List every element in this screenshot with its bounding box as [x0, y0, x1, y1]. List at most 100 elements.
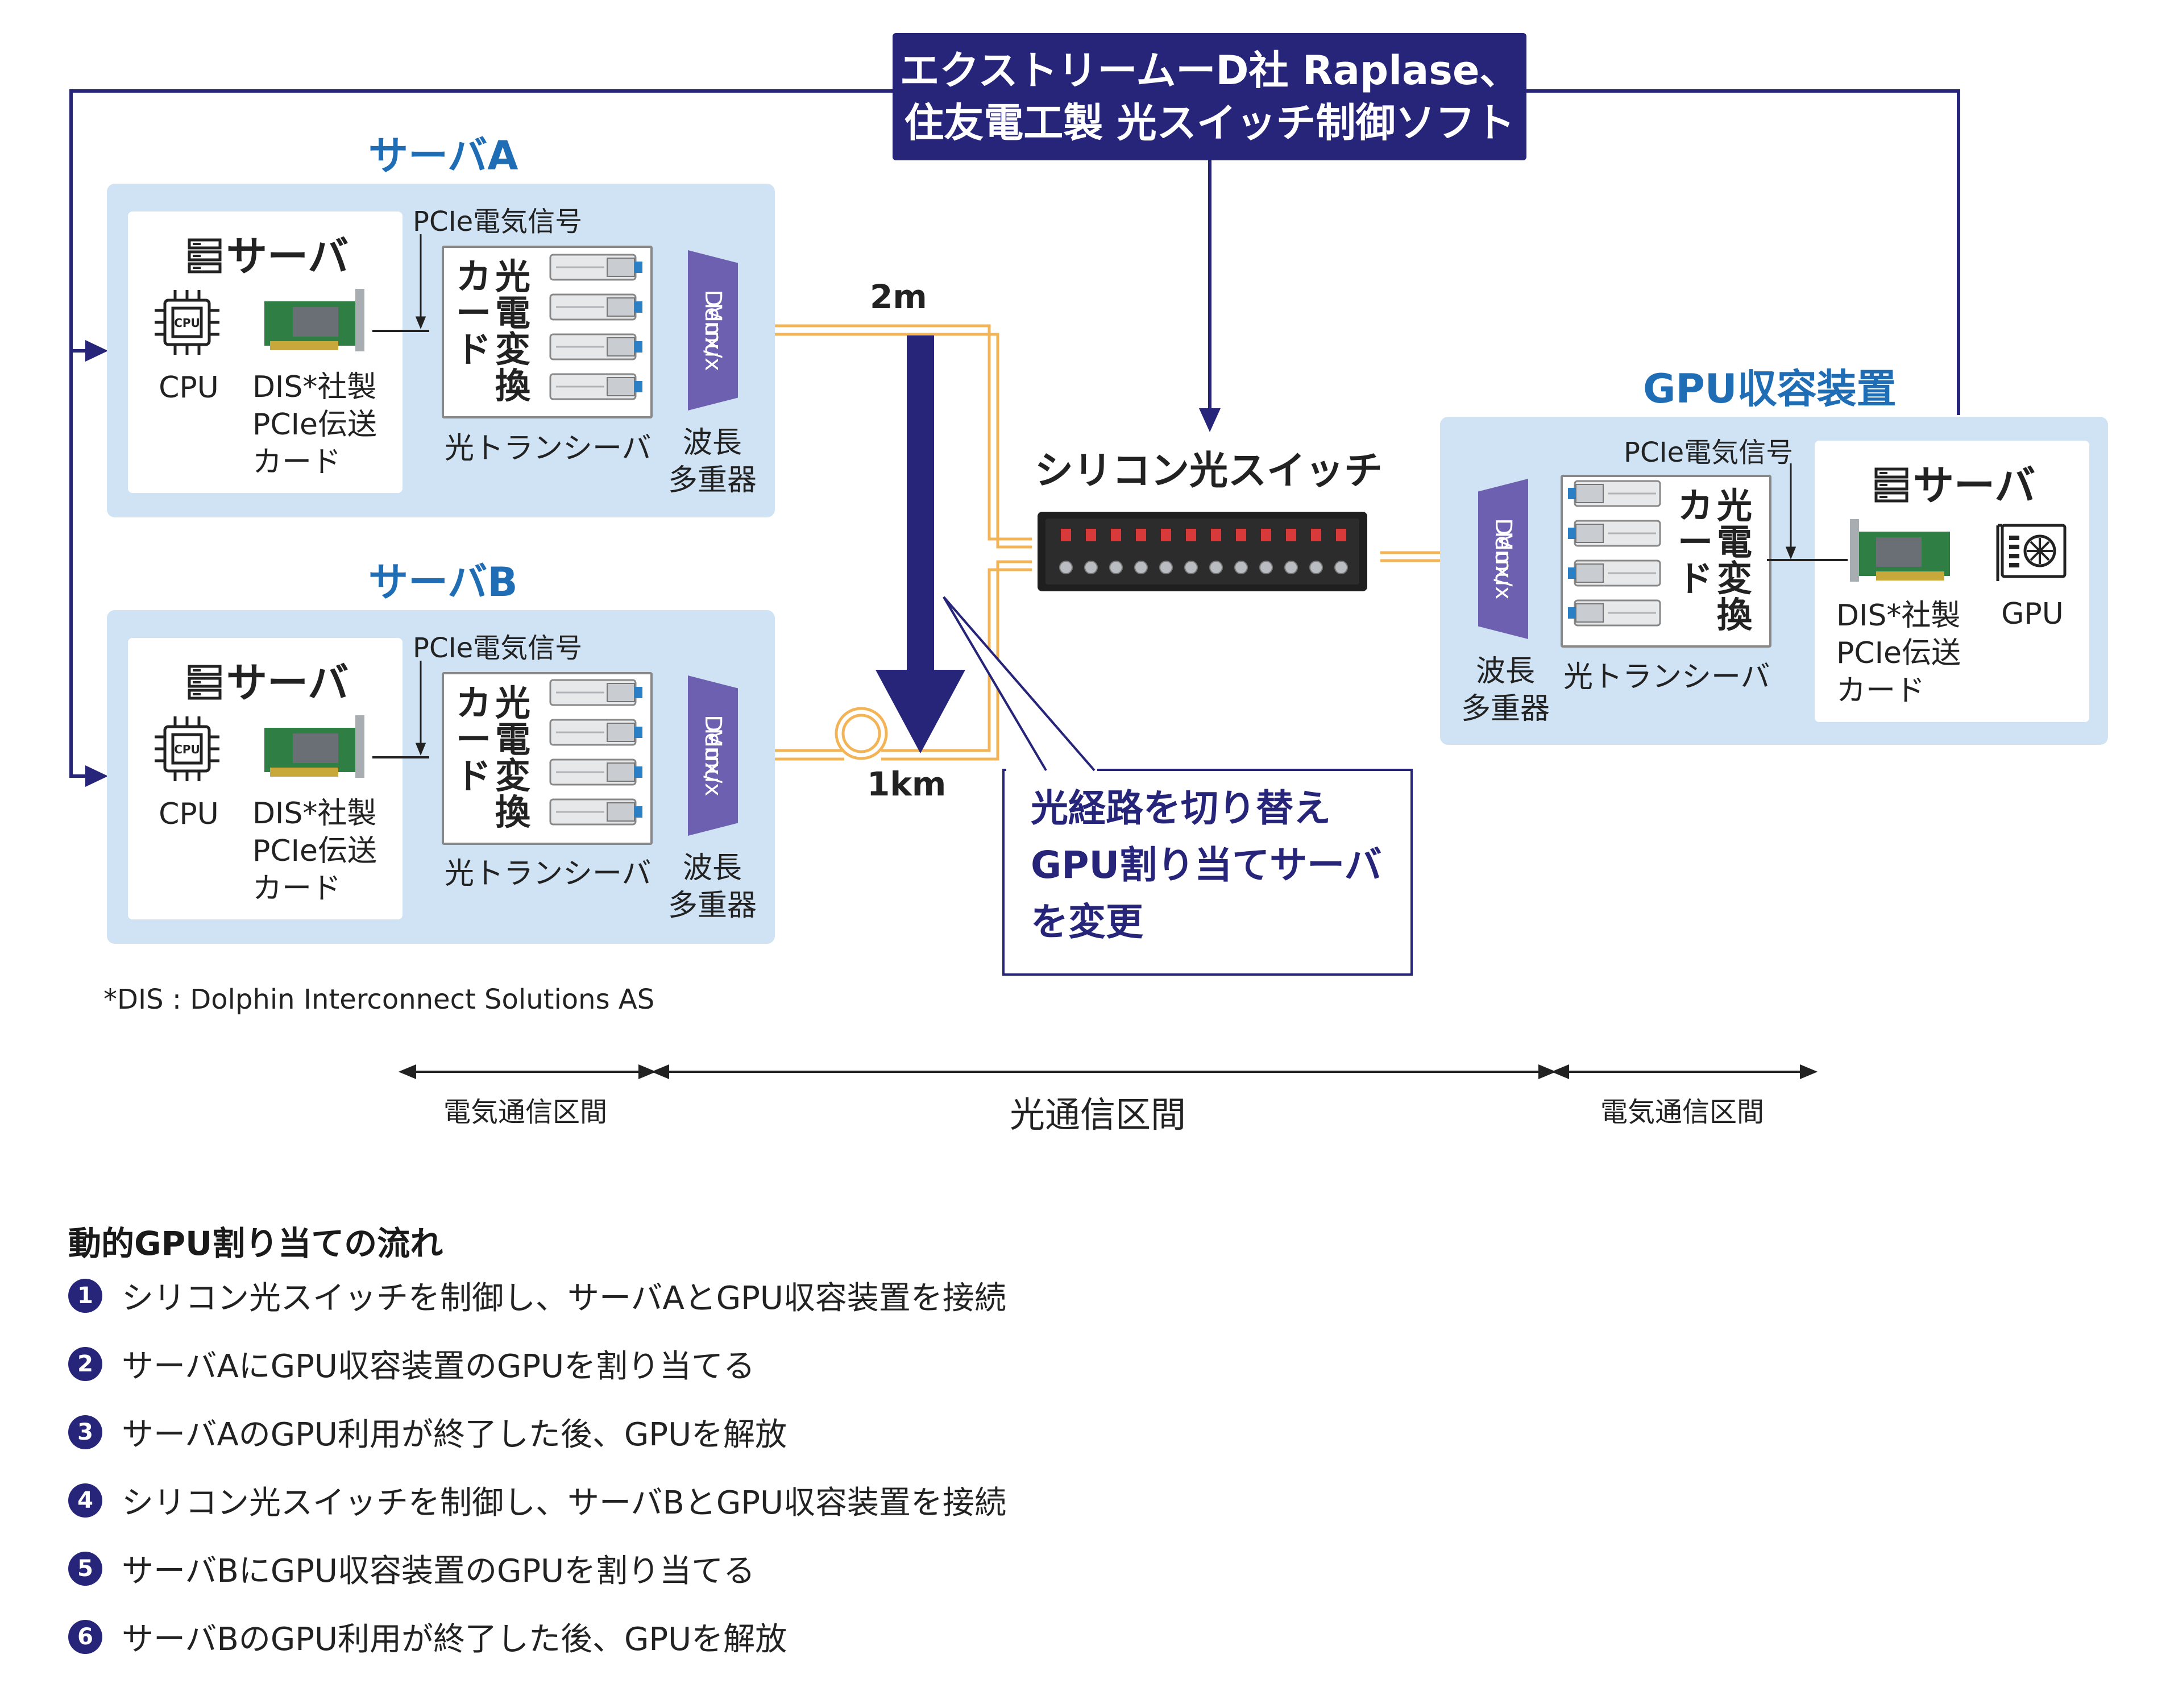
wdm-label: 波長多重器 — [668, 426, 757, 498]
cpu-label: CPU — [159, 371, 219, 405]
server-a-title: サーバA — [368, 132, 518, 179]
step-text: シリコン光スイッチを制御し、サーバBとGPU収容装置を接続 — [122, 1485, 1007, 1522]
server-icon — [188, 235, 222, 283]
switch-port-bottom — [1159, 561, 1173, 574]
control-line-2: 住友電工製 光スイッチ制御ソフト — [904, 100, 1515, 146]
oe-card-title-col2: カード — [455, 682, 491, 797]
mux-demux: Mux/Demux — [688, 675, 738, 836]
oe-card-title-col2: カード — [1677, 485, 1713, 599]
gpu-enclosure-title: GPU収容装置 — [1643, 366, 1897, 412]
switch-port-top — [1261, 529, 1271, 541]
switch-port-bottom — [1184, 561, 1198, 574]
cpu-chip-text: CPU — [174, 743, 200, 756]
dis-card-label: DIS*社製 PCIe伝送 カード — [1836, 599, 1961, 708]
switch-port-top — [1111, 529, 1121, 541]
distance-1km: 1km — [867, 765, 947, 803]
step-number-badge: 1 — [68, 1278, 102, 1313]
step-number-badge: 3 — [68, 1415, 102, 1449]
range-optical: 光通信区間 — [1010, 1094, 1186, 1135]
cpu-icon: CPU — [152, 288, 222, 359]
server-icon — [188, 662, 222, 710]
range-electrical-left: 電気通信区間 — [443, 1096, 608, 1128]
dis-card-label: DIS*社製 PCIe伝送 カード — [252, 370, 377, 479]
pcie-card-icon — [259, 284, 372, 360]
pcie-card-icon — [259, 711, 372, 787]
step-text: シリコン光スイッチを制御し、サーバAとGPU収容装置を接続 — [122, 1280, 1006, 1317]
pcie-card-icon — [1842, 515, 1956, 591]
pcie-link — [372, 330, 429, 332]
footnote: *DIS : Dolphin Interconnect Solutions AS — [103, 984, 655, 1015]
switch-port-bottom — [1209, 561, 1223, 574]
oe-card-title-col1: 光電変換 — [495, 682, 530, 833]
transceiver-label: 光トランシーバ — [445, 432, 652, 466]
pcie-link — [1767, 559, 1848, 561]
control-lines — [69, 89, 1960, 778]
step-number-badge: 6 — [68, 1619, 102, 1654]
switch-port-bottom — [1309, 561, 1323, 574]
step-number-badge: 2 — [68, 1346, 102, 1381]
switch-port-top — [1161, 529, 1171, 541]
pcie-link — [372, 756, 429, 758]
switch-port-bottom — [1084, 561, 1098, 574]
flow-title: 動的GPU割り当ての流れ — [68, 1224, 443, 1263]
switch-port-top — [1061, 529, 1071, 541]
oe-card-title-col2: カード — [455, 256, 491, 370]
switch-port-top — [1236, 529, 1246, 541]
pcie-signal-label: PCIe電気信号 — [1624, 437, 1794, 469]
switch-port-bottom — [1134, 561, 1148, 574]
transceiver-label: 光トランシーバ — [1563, 660, 1770, 694]
fiber-coil-icon — [835, 707, 888, 760]
pcie-signal-label: PCIe電気信号 — [413, 206, 583, 238]
switch-port-bottom — [1059, 561, 1073, 574]
switch-port-top — [1136, 529, 1146, 541]
oe-card-title-col1: 光電変換 — [1716, 485, 1752, 636]
switch-port-top — [1286, 529, 1296, 541]
cpu-icon: CPU — [152, 714, 222, 786]
flow-step: 6 サーバBのGPU利用が終了した後、GPUを解放 — [68, 1614, 787, 1660]
step-text: サーバBのGPU利用が終了した後、GPUを解放 — [122, 1621, 787, 1658]
dis-card-label: DIS*社製 PCIe伝送 カード — [252, 797, 377, 906]
cpu-label: CPU — [159, 797, 219, 831]
switch-port-bottom — [1109, 561, 1123, 574]
control-line-1: エクストリームーD社 Raplase、 — [899, 47, 1520, 94]
switch-port-bottom — [1284, 561, 1298, 574]
server-header: サーバ — [1874, 452, 2035, 512]
mux-demux: Mux/Demux — [688, 250, 738, 411]
flow-step: 3 サーバAのGPU利用が終了した後、GPUを解放 — [68, 1409, 787, 1455]
server-header: サーバ — [188, 649, 348, 710]
optical-switch-icon — [1032, 506, 1373, 605]
control-software-box: エクストリームーD社 Raplase、 住友電工製 光スイッチ制御ソフト — [893, 33, 1526, 160]
switch-port-top — [1086, 529, 1096, 541]
range-electrical-right: 電気通信区間 — [1600, 1096, 1765, 1128]
gpu-enclosure-host — [1815, 441, 2089, 722]
distance-2m: 2m — [870, 277, 927, 316]
step-text: サーバAのGPU利用が終了した後、GPUを解放 — [122, 1416, 787, 1453]
switch-label: シリコン光スイッチ — [1035, 449, 1383, 494]
server-b-title: サーバB — [368, 559, 518, 606]
switch-port-bottom — [1234, 561, 1248, 574]
switch-direction-arrow — [876, 335, 965, 753]
mux-demux: Mux/Demux — [1478, 479, 1528, 639]
switch-port-top — [1311, 529, 1321, 541]
step-text: サーバAにGPU収容装置のGPUを割り当てる — [122, 1348, 756, 1385]
gpu-icon — [1995, 522, 2069, 587]
wdm-label: 波長多重器 — [668, 851, 757, 923]
flow-step: 4 シリコン光スイッチを制御し、サーバBとGPU収容装置を接続 — [68, 1477, 1006, 1523]
step-number-badge: 4 — [68, 1483, 102, 1518]
fiber-a — [736, 324, 1032, 549]
transceiver-label: 光トランシーバ — [445, 857, 652, 891]
flow-step: 2 サーバAにGPU収容装置のGPUを割り当てる — [68, 1341, 755, 1387]
gpu-label: GPU — [2001, 597, 2064, 631]
step-number-badge: 5 — [68, 1551, 102, 1586]
oe-card-title-col1: 光電変換 — [495, 256, 530, 407]
server-header: サーバ — [188, 223, 348, 283]
switch-port-top — [1336, 529, 1346, 541]
switch-port-top — [1211, 529, 1221, 541]
callout-join — [1006, 768, 1097, 772]
server-icon — [1874, 465, 1908, 512]
flow-step: 1 シリコン光スイッチを制御し、サーバAとGPU収容装置を接続 — [68, 1272, 1006, 1319]
